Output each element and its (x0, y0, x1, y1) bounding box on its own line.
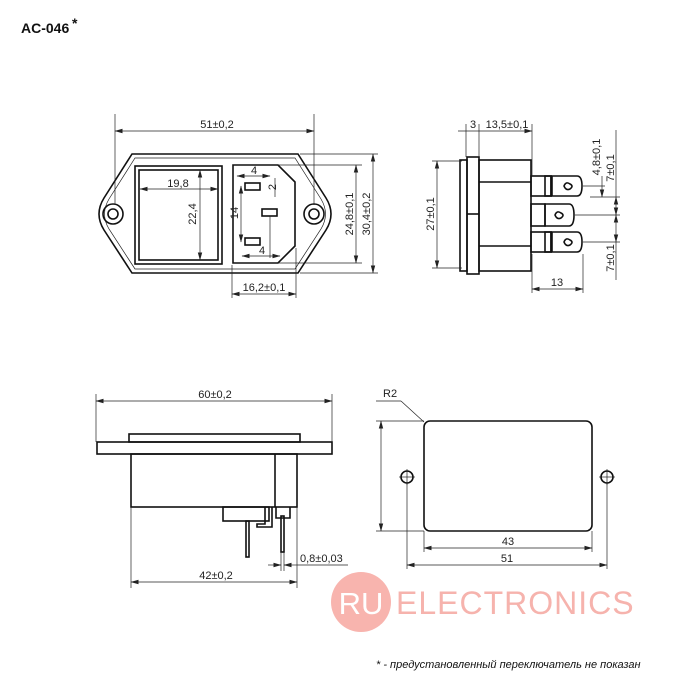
terminal-middle (530, 203, 575, 227)
watermark-badge (331, 572, 391, 632)
pin-bottom (244, 237, 261, 246)
dim-pin-height: 2 (267, 184, 279, 190)
dim-body-height: 30,4±0,2 (361, 193, 373, 236)
dim-terminal-length: 13 (551, 277, 563, 289)
right-panel-hole (599, 469, 615, 485)
dim-pin-width-bottom: 4 (259, 245, 265, 257)
pin-top (244, 182, 261, 191)
footnote: * - предустановленный переключатель не п… (376, 659, 641, 671)
terminal-bottom (530, 231, 583, 253)
front-view: 51±0,2 19,8 22,4 4 2 14 4 24,8±0,1 30,4±… (98, 114, 378, 298)
title-asterisk: * (72, 15, 78, 31)
dim-pin-width-top: 4 (251, 165, 257, 177)
dim-switch-height: 22,4 (187, 203, 199, 224)
dim-socket-height: 24,8±0,1 (344, 193, 356, 236)
dim-flange-thickness: 3 (470, 119, 476, 131)
terminal-top (530, 175, 583, 197)
switch-window (134, 165, 223, 265)
dim-bottom-width-total: 60±0,2 (198, 389, 232, 401)
dim-hole-spacing: 51 (501, 553, 513, 565)
left-panel-hole (399, 469, 415, 485)
watermark-text: ELECTRONICS (396, 585, 635, 621)
right-mounting-hole (303, 203, 325, 225)
dim-switch-width: 19,8 (167, 178, 188, 190)
pin-middle (261, 208, 278, 217)
left-mounting-hole (102, 203, 124, 225)
side-view: 3 13,5±0,1 27±0,1 13 4,8±0,1 7±0,1 7±0,1 (425, 119, 620, 293)
ru-electronics-watermark: RU ELECTRONICS (331, 572, 635, 632)
dim-terminal-thickness: 0,8±0,03 (300, 553, 343, 565)
panel-cutout-view: R2 43 51 (376, 388, 615, 569)
dim-body-depth: 13,5±0,1 (486, 119, 529, 131)
dim-pin-spacing: 14 (229, 207, 241, 219)
dim-terminal-pitch-bottom: 7±0,1 (605, 244, 617, 271)
dim-side-height: 27±0,1 (425, 197, 437, 231)
dim-width-total: 51±0,2 (200, 119, 234, 131)
dim-terminal-offset: 4,8±0,1 (591, 139, 603, 176)
dim-corner-radius: R2 (383, 388, 397, 400)
drawing-title: AC-046 (21, 20, 69, 36)
dim-socket-width: 16,2±0,1 (243, 282, 286, 294)
dim-bottom-body-width: 42±0,2 (199, 570, 233, 582)
dim-terminal-pitch-top: 7±0,1 (605, 154, 617, 181)
bottom-view: 60±0,2 42±0,2 0,8±0,03 (95, 389, 348, 588)
dim-cutout-width: 43 (502, 536, 514, 548)
watermark-badge-text: RU (339, 586, 384, 621)
